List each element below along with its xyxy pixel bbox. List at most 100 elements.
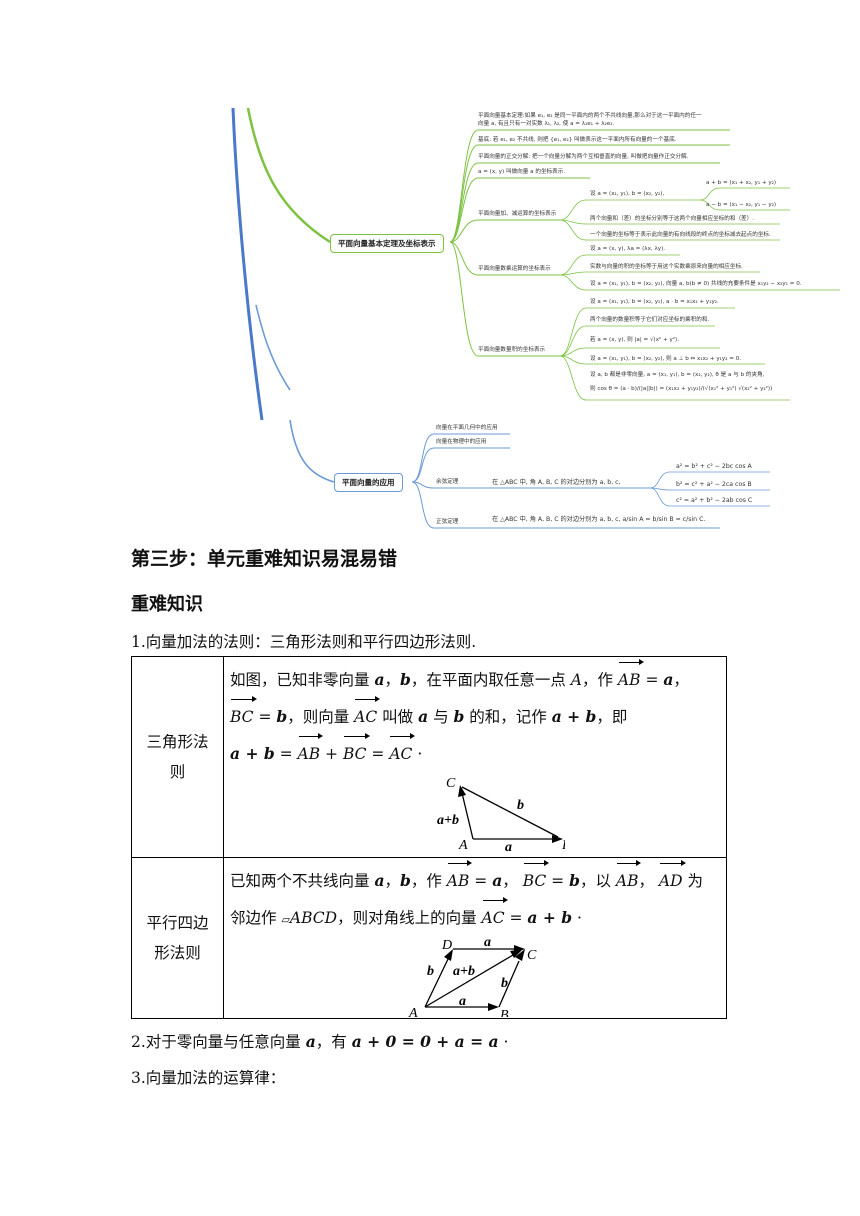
vector-ab: AB <box>298 733 323 771</box>
text: = <box>253 708 277 726</box>
mm-item: 平面向量的正交分解: 把一个向量分解为两个互相垂直的向量, 叫做把向量作正交分解… <box>478 154 689 160</box>
mm-item: 正弦定理 <box>436 519 459 525</box>
paragraph-2: 2.对于零向量与任意向量 a，有 a + 0 = 0 + a = a · <box>131 1030 508 1052</box>
fig2-vec-a-bottom: a <box>459 994 466 1009</box>
fig2-vec-b-right: b <box>501 976 508 991</box>
text: = <box>640 671 664 689</box>
mm-item: 平面向量加、减运算的坐标表示 <box>478 211 557 217</box>
text: 2.对于零向量与任意向量 <box>131 1033 306 1051</box>
text: ， <box>673 671 689 689</box>
mm-item: 设 a = (x₁, y₁), b = (x₂, y₂), 则 a ⊥ b ⇔ … <box>590 356 742 362</box>
vector-b: b <box>276 707 288 726</box>
mm-item: a² = b² + c² − 2bc cos A <box>676 463 752 470</box>
fig2-vec-a-top: a <box>484 937 491 950</box>
triangle-rule-label: 三角形法 则 <box>131 656 224 858</box>
vector-a: a <box>492 871 503 890</box>
sum-a-b: a + b <box>230 744 275 763</box>
mm-item: 设 a = (x₁, y₁), b = (x₂, y₂), 向量 a, b(b … <box>590 281 802 287</box>
text: ，则对角线上的向量 <box>337 909 482 927</box>
sum-a-b: a + b <box>527 908 573 927</box>
parallelogram-rule-label: 平行四边 形法则 <box>131 857 224 1019</box>
text: = <box>469 872 493 890</box>
text: 已知两个不共线向量 <box>230 872 375 890</box>
label-line: 平行四边 <box>146 914 209 932</box>
fig2-label-d: D <box>441 938 452 953</box>
text: = <box>546 872 570 890</box>
text: 为 <box>682 872 703 890</box>
fig2-vec-ab: a+b <box>453 964 475 979</box>
text: ，以 <box>579 872 616 890</box>
fig2-vec-b-left: b <box>427 964 434 979</box>
paragraph-1: 1.向量加法的法则：三角形法则和平行四边形法则. <box>131 633 477 651</box>
vector-ab: AB <box>618 659 644 697</box>
mm-item: 设 a = (x, y), λa = (λx, λy). <box>590 246 666 252</box>
text: ， <box>384 872 400 890</box>
text: 与 <box>428 708 454 726</box>
text: 的和，记作 <box>464 708 552 726</box>
sum-a-b: a + b <box>551 707 597 726</box>
parallelogram-rule-figure: A B C D a a b b a+b <box>408 937 537 1017</box>
vector-a: a <box>663 670 674 689</box>
fig1-label-b: B <box>562 838 565 851</box>
triangle-rule-line-2: BC = b，则向量 AC 叫做 a 与 b 的和，记作 a + b，即 <box>230 696 720 734</box>
mm-item: 实数与向量的积的坐标等于用这个实数乘原来向量的相应坐标. <box>590 264 743 270</box>
mm-item: 在 △ABC 中, 角 A, B, C 的对边分别为 a, b, c, <box>492 479 621 486</box>
label-line: 则 <box>169 763 186 781</box>
vector-ac: AC <box>482 897 508 935</box>
mind-map-node-applications: 平面向量的应用 <box>334 473 403 492</box>
text: ， <box>502 872 523 890</box>
vector-b: b <box>569 871 580 890</box>
mm-item: 平面向量数量积的坐标表示 <box>478 347 546 353</box>
point-a: A <box>570 671 582 689</box>
text: = <box>366 745 390 763</box>
zero-vector-identity: a + 0 = 0 + a = a <box>351 1032 499 1051</box>
vector-b: b <box>400 670 411 689</box>
fig2-label-b: B <box>500 1008 509 1017</box>
parallelogram-rule-line-2: 邻边作 ▱ABCD，则对角线上的向量 AC = a + b · <box>230 897 720 937</box>
text: 如图，已知非零向量 <box>230 671 375 689</box>
mm-item: 向量 a, 有且只有一对实数 λ₁, λ₂, 使 a = λ₁e₁ + λ₂e₂… <box>478 121 615 127</box>
vector-ac: AC <box>354 696 381 734</box>
paragraph-3: 3.向量加法的运算律： <box>131 1069 286 1087</box>
triangle-rule-line-3: a + b = AB + BC = AC · <box>230 733 720 771</box>
fig1-label-c: C <box>446 776 456 791</box>
vector-a: a <box>374 871 385 890</box>
mm-item: 设 a = (x₁, y₁), b = (x₂, y₂), a · b = x₁… <box>590 299 719 305</box>
fig1-vec-b: b <box>517 798 524 813</box>
vector-b: b <box>453 707 465 726</box>
mm-item: a = (x, y) 叫做向量 a 的坐标表示. <box>478 169 566 175</box>
mm-item: 若 a = (x, y), 则 |a| = √(x² + y²). <box>590 337 680 343</box>
text: ，有 <box>315 1033 352 1051</box>
text: 邻边作 <box>230 909 282 927</box>
triangle-rule-figure: C A B a b a+b <box>437 776 565 851</box>
text: ，则向量 <box>287 708 355 726</box>
sub-heading: 重难知识 <box>131 594 203 615</box>
parallelogram-rule-line-1: 已知两个不共线向量 a，b，作 AB = a， BC = b，以 AB， AD … <box>230 860 720 898</box>
vector-bc: BC <box>230 696 257 734</box>
vector-ac: AC <box>389 733 416 771</box>
label-line: 形法则 <box>154 944 201 962</box>
step-heading: 第三步：单元重难知识易混易错 <box>131 548 398 570</box>
vector-ab: AB <box>616 860 642 898</box>
mind-map-branches <box>231 107 840 529</box>
text: ， <box>384 671 400 689</box>
vector-ad: AD <box>659 860 686 898</box>
text: ，即 <box>596 708 628 726</box>
mm-item: 向量在物理中的应用 <box>436 439 487 445</box>
vector-b: b <box>400 871 411 890</box>
mm-item: 两个向量的数量积等于它们对应坐标的乘积的和. <box>590 317 710 323</box>
mm-item: 平面向量基本定理:如果 e₁, e₂ 是同一平面内的两个不共线向量,那么对于这一… <box>478 113 702 119</box>
fig2-label-c: C <box>527 948 537 963</box>
triangle-rule-row: 三角形法 则 如图，已知非零向量 a，b，在平面内取任意一点 A，作 AB = … <box>131 656 727 858</box>
text: = <box>504 909 528 927</box>
fig1-vec-a: a <box>505 840 512 851</box>
mm-item: b² = c² + a² − 2ca cos B <box>676 481 752 488</box>
mm-item: 在 △ABC 中, 角 A, B, C 的对边分别为 a, b, c, a/si… <box>492 516 706 523</box>
mm-item: a − b = (x₁ − x₂, y₁ − y₂) <box>706 202 777 208</box>
text: ， <box>638 872 659 890</box>
mm-item: 基底: 若 e₁, e₂ 不共线, 则把 {e₁, e₂} 叫做表示这一平面内所… <box>478 137 677 143</box>
parallelogram-rule-row: 平行四边 形法则 已知两个不共线向量 a，b，作 AB = a， BC = b，… <box>131 857 727 1019</box>
text: = <box>274 745 298 763</box>
mind-map: 平面向量基本定理及坐标表示 平面向量的应用 平面向量基本定理:如果 e₁, e₂… <box>0 100 860 540</box>
fig1-vec-ab: a+b <box>437 813 459 828</box>
